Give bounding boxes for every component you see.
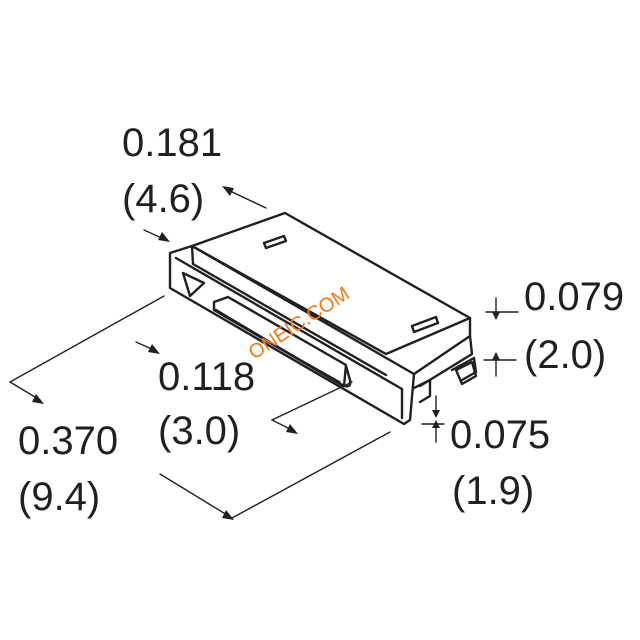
height-mm-label: (2.0) [524,333,606,377]
rear-foot-left [412,378,432,404]
lead-arrowhead-bottom [432,420,440,428]
lead-mm-label: (1.9) [452,469,534,513]
front-face-inner-edge [174,256,404,420]
slot-mm-label: (3.0) [158,409,240,453]
height-arrowhead-top [492,312,500,320]
depth-arrowhead-b [158,232,170,242]
contact-line-a [219,313,341,383]
connector-body [168,211,478,426]
solder-tab [454,360,478,386]
depth-mm-label: (4.6) [122,177,204,221]
contact-strip [214,308,352,388]
lead-inch-label: 0.075 [450,413,550,457]
height-inch-label: 0.079 [524,275,624,319]
length-arrow-b [159,473,233,519]
length-inch-label: 0.370 [18,419,118,463]
top-latch-left [262,234,288,250]
contact-line-b [221,317,339,387]
top-rim-step [190,244,388,377]
length-arrowhead-a [32,394,44,404]
slot-arrowhead-a [148,344,160,354]
height-arrowhead-bottom [492,352,500,360]
length-ext-left [9,295,165,383]
slot-inch-label: 0.118 [158,355,255,399]
length-arrowhead-b [222,510,234,520]
orientation-triangle [181,271,206,298]
length-mm-label: (9.4) [18,475,100,519]
top-latch-right [410,315,440,334]
depth-inch-label: 0.181 [122,121,222,165]
rear-foot-right [450,356,478,382]
length-ext-right [231,431,391,519]
depth-arrow-line-a [227,189,267,209]
cable-slot [212,295,348,388]
slot-ext-line [271,381,353,421]
lead-arrowhead-top [432,410,440,418]
right-side-lower [418,334,474,388]
depth-arrowhead-a [222,186,234,196]
top-surface [190,211,472,356]
dimension-lines [9,186,519,520]
slot-arrowhead-b [286,424,298,434]
